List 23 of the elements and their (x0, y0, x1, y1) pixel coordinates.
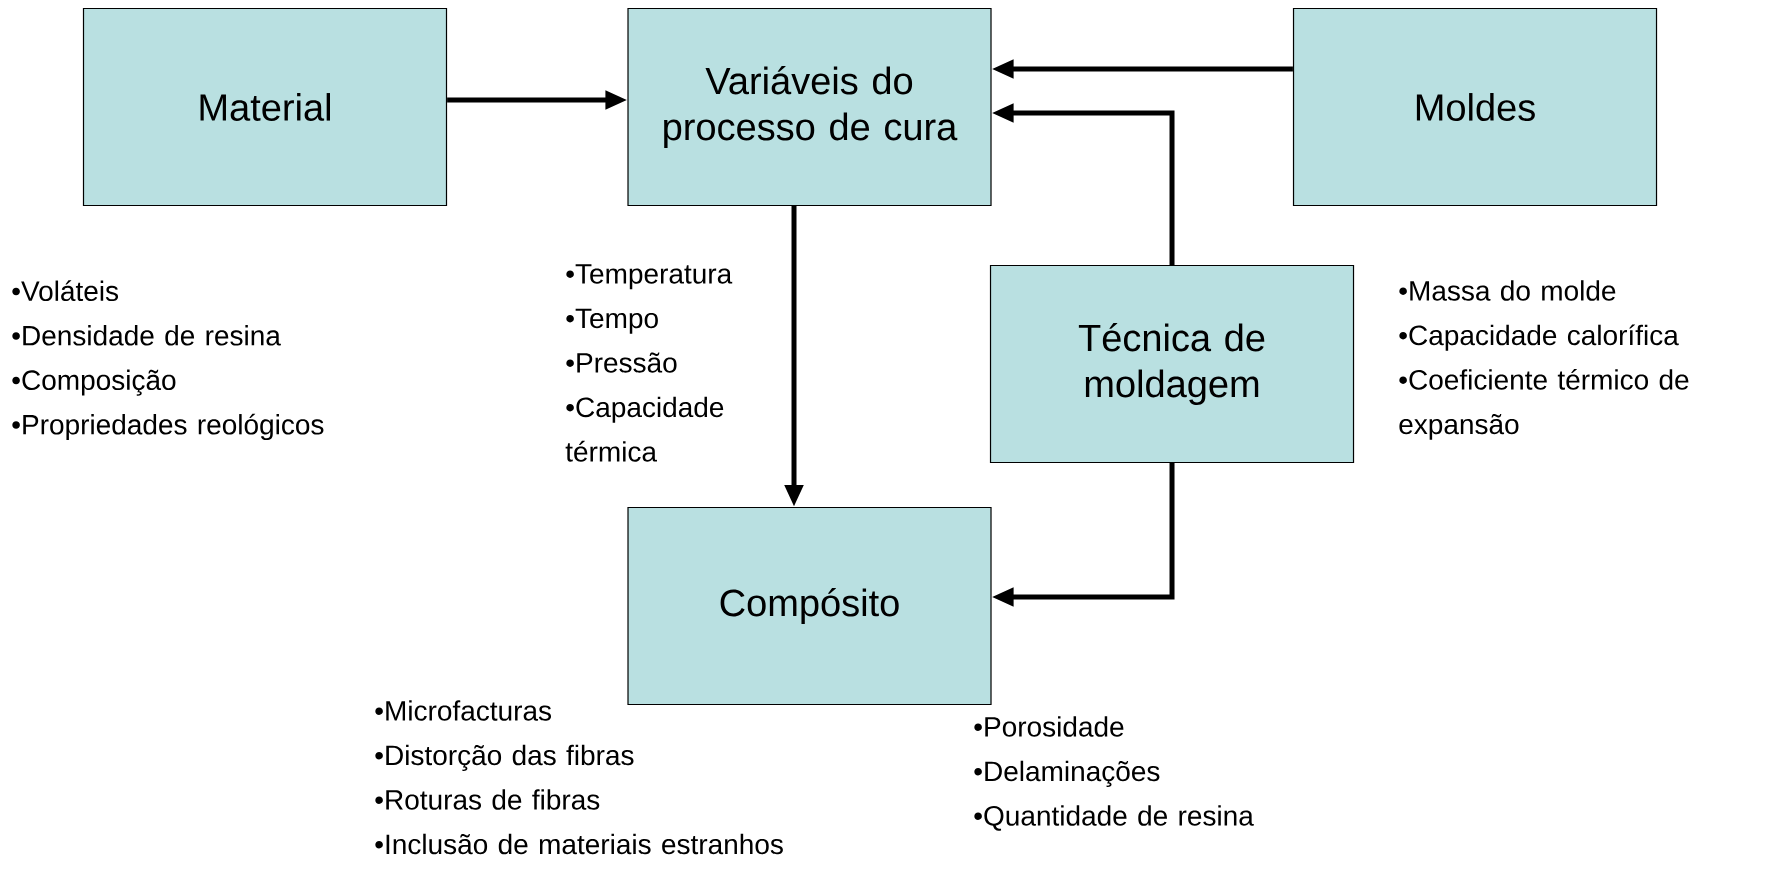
bullet-item: •Porosidade (974, 716, 1124, 737)
bullet-item: •Temperatura (566, 264, 733, 290)
process-box: Compósito (627, 506, 992, 706)
process-box: Técnica de moldagem (989, 264, 1355, 464)
bullet-item: •Delaminações (974, 760, 1160, 787)
bullet-item: •Microfacturas (375, 700, 551, 721)
bullet-item: •Roturas de fibras (375, 789, 600, 810)
bullet-item: •Distorção das fibras (375, 744, 634, 771)
process-box: Material (82, 7, 448, 207)
bullet-item: •Coeficiente térmico de expansão (1399, 368, 1689, 440)
process-box: Variáveis do processo de cura (627, 7, 992, 207)
bullet-item: •Voláteis (12, 280, 119, 302)
bullet-item: •Propriedades reológicos (12, 413, 324, 441)
bullet-item: •Capacidade térmica (565, 396, 724, 462)
bullet-item: •Pressão (566, 352, 677, 373)
bullet-item: •Quantidade de resina (974, 805, 1254, 831)
bullet-item: •Inclusão de materiais estranhos (375, 833, 783, 855)
process-box: Moldes (1292, 7, 1658, 207)
bullet-item: •Composição (12, 369, 176, 396)
bullet-item: •Capacidade calorífica (1399, 324, 1679, 351)
bullet-item: •Tempo (566, 308, 658, 334)
bullet-item: •Densidade de resina (12, 325, 281, 346)
bullet-item: •Massa do molde (1399, 280, 1616, 301)
